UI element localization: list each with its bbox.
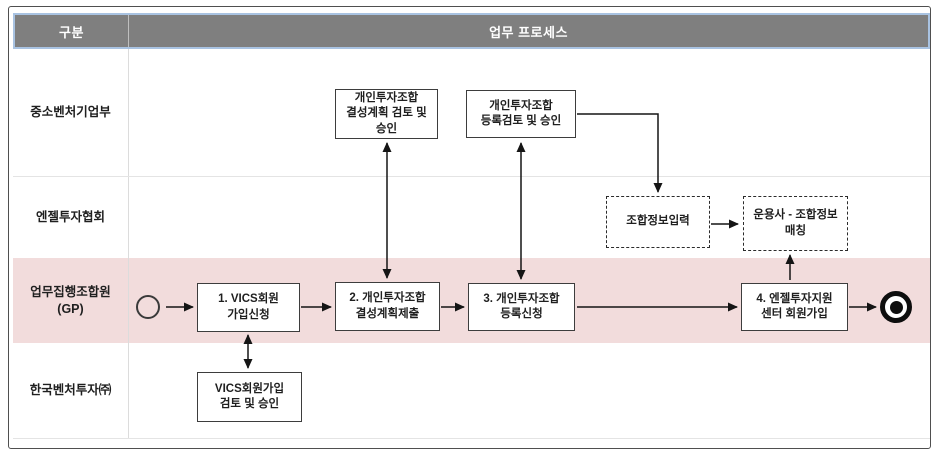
lane-label-gp: 업무집행조합원 (GP) <box>30 285 111 316</box>
process-box-vics-review: VICS회원가입 검토 및 승인 <box>197 372 302 422</box>
lane-divider <box>13 176 930 177</box>
header-category-cell: 구분 <box>59 24 84 40</box>
process-box-formation-review: 개인투자조합 결성계획 검토 및 승인 <box>335 89 438 139</box>
process-box-step1: 1. VICS회원 가입신청 <box>197 283 300 332</box>
header-process-cell: 업무 프로세스 <box>489 24 568 40</box>
lane-label-angel-association: 엔젤투자협회 <box>35 209 105 224</box>
lane-divider <box>13 438 930 439</box>
column-divider <box>128 49 129 438</box>
process-box-info-input: 조합정보입력 <box>606 196 710 248</box>
diagram-header: 구분 업무 프로세스 <box>13 13 930 49</box>
process-box-step2: 2. 개인투자조합 결성계획제출 <box>335 282 440 331</box>
start-event-circle <box>136 295 160 319</box>
process-box-step3: 3. 개인투자조합 등록신청 <box>468 283 575 331</box>
process-box-registration-review: 개인투자조합 등록검토 및 승인 <box>466 90 576 138</box>
lane-label-korea-venture: 한국벤처투자㈜ <box>29 383 112 398</box>
process-box-step4: 4. 엔젤투자지원 센터 회원가입 <box>741 283 848 331</box>
lane-label-smes-ministry: 중소벤처기업부 <box>30 105 111 120</box>
header-divider <box>128 15 129 47</box>
end-event-inner-dot <box>889 300 903 314</box>
process-box-gp-matching: 운용사 - 조합정보 매칭 <box>743 196 848 251</box>
end-event-circle <box>880 291 912 323</box>
